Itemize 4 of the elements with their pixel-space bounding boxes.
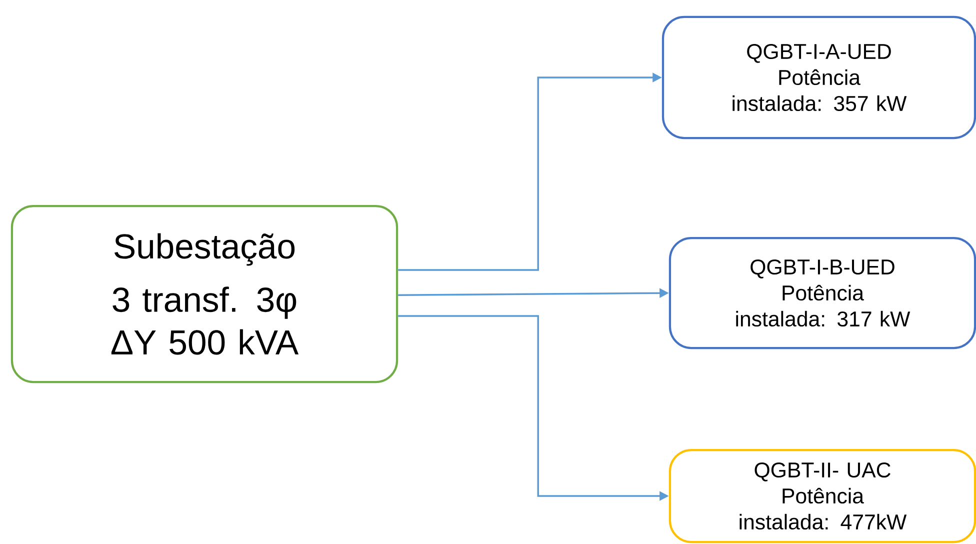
panel-box: QGBT-I-B-UED Potência instalada: 317 kW (668, 236, 976, 350)
panel-box: QGBT-II- UAC Potência instalada: 477kW (668, 448, 976, 544)
source-box: Subestação 3 transf. 3φ ΔY 500 kVA (10, 204, 398, 384)
panel-box: QGBT-I-A-UED Potência instalada: 357 kW (662, 16, 976, 140)
